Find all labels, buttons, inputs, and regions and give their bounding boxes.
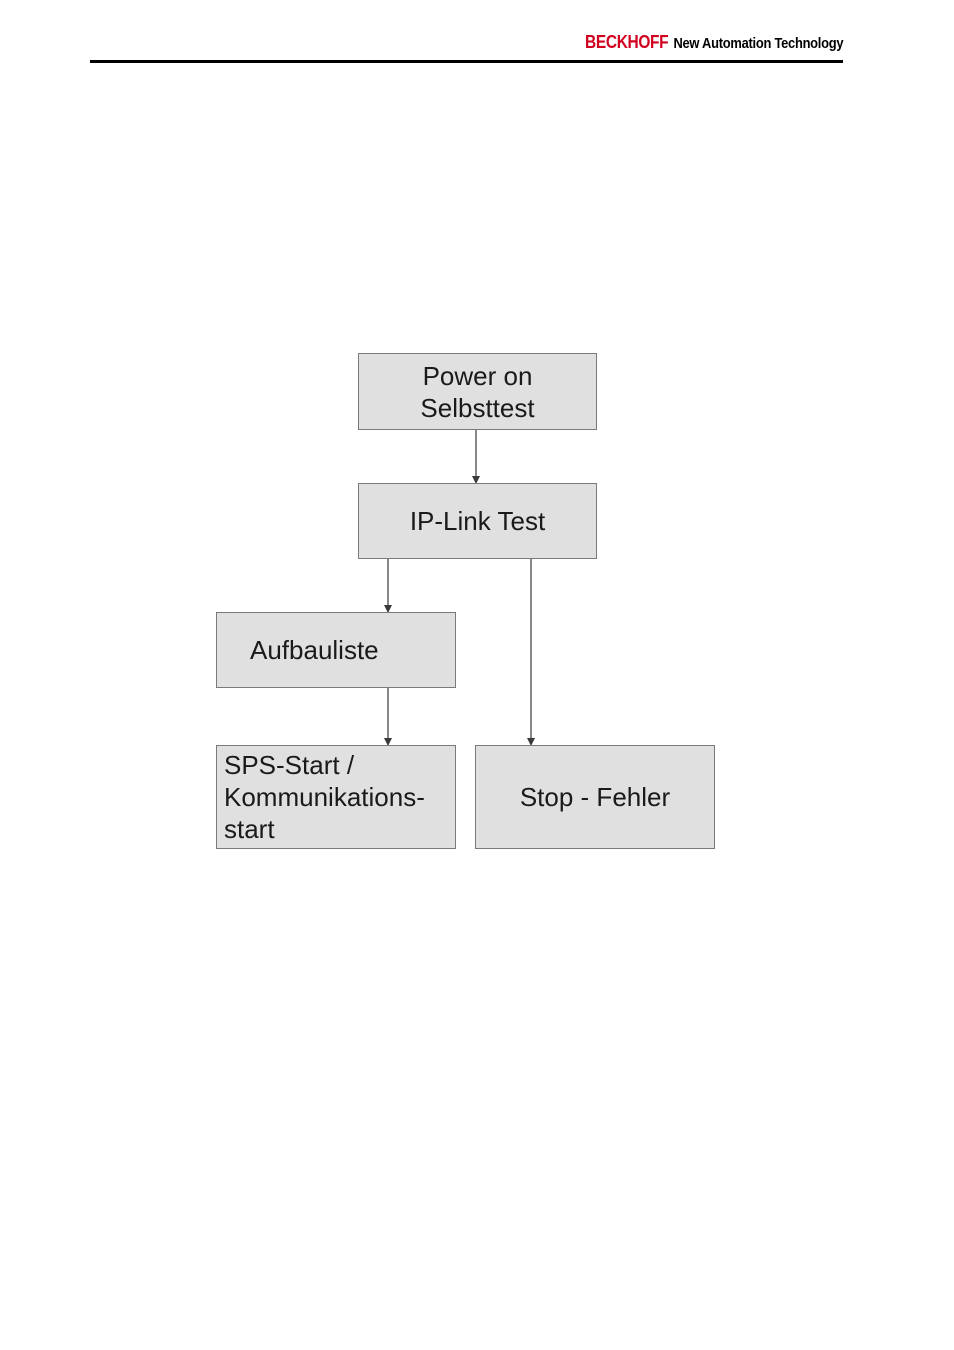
node-power-on: Power on Selbsttest (358, 353, 597, 430)
brand-name: BECKHOFF (584, 32, 669, 52)
node-stop-fehler-label: Stop - Fehler (519, 782, 671, 812)
node-sps-start-label: SPS-Start / Kommunikations- start (224, 750, 425, 844)
node-aufbauliste-label: Aufbauliste (250, 635, 379, 665)
header-rule (90, 60, 843, 63)
node-aufbauliste: Aufbauliste (216, 612, 456, 688)
node-ip-link-test: IP-Link Test (358, 483, 597, 559)
node-sps-start: SPS-Start / Kommunikations- start (216, 745, 456, 849)
brand-tagline: New Automation Technology (673, 35, 843, 52)
node-ip-link-test-label: IP-Link Test (409, 506, 546, 536)
node-power-on-label: Power on Selbsttest (420, 360, 535, 423)
node-stop-fehler: Stop - Fehler (475, 745, 715, 849)
